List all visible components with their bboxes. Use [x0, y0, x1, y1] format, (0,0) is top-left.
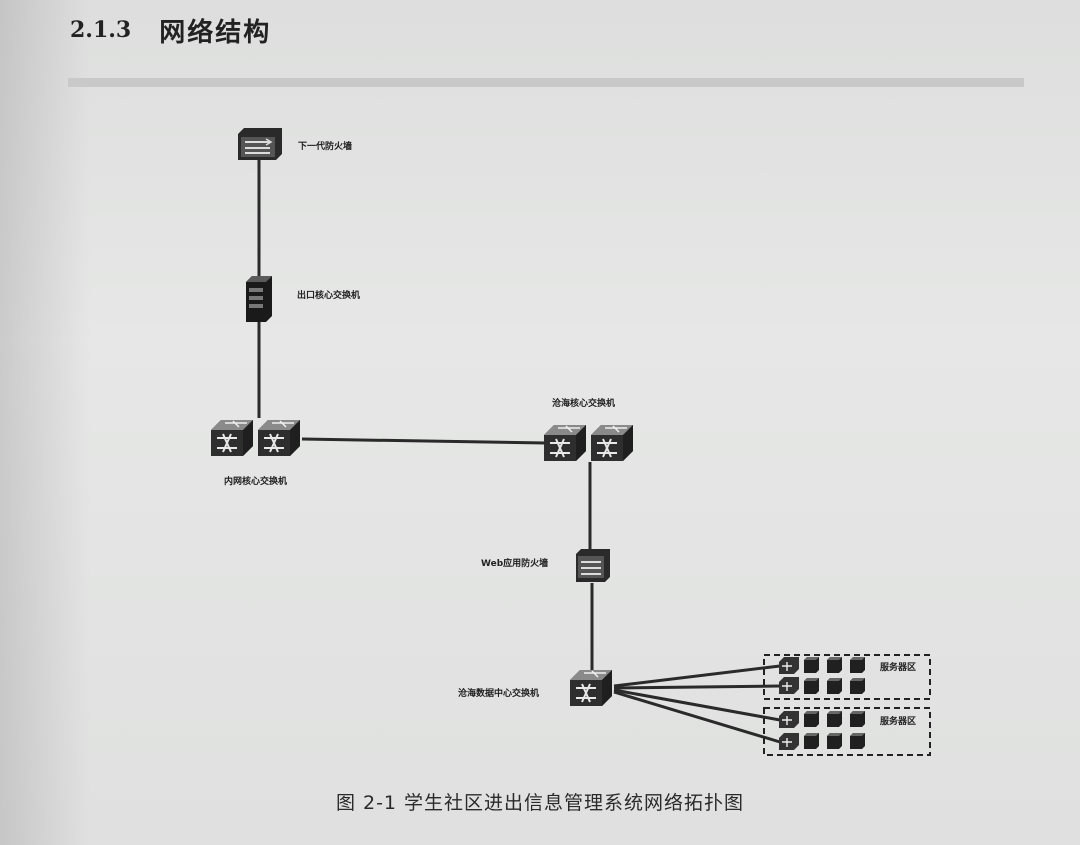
page-shadow	[0, 0, 90, 845]
section-heading: 2.1.3 网络结构	[70, 10, 271, 50]
label-canghai-core: 沧海核心交换机	[552, 397, 615, 409]
dc-core-switch-icon	[569, 669, 613, 707]
server-zone-2: 服务器区	[763, 707, 931, 756]
section-title: 网络结构	[159, 17, 272, 48]
label-egress-core: 出口核心交换机	[297, 289, 360, 301]
label-dc-core: 沧海数据中心交换机	[458, 687, 539, 699]
figure-caption: 图 2-1 学生社区进出信息管理系统网络拓扑图	[335, 792, 745, 814]
intranet-core-switch-icon	[210, 419, 301, 457]
label-server-zone-2: 服务器区	[880, 715, 916, 727]
canghai-core-switch-icon	[543, 424, 634, 462]
label-ngfw: 下一代防火墙	[298, 140, 352, 152]
section-rule	[68, 78, 1024, 87]
section-number: 2.1.3	[70, 17, 132, 43]
egress-core-switch-icon	[246, 276, 272, 322]
connection-lines	[257, 160, 781, 744]
label-server-zone-1: 服务器区	[880, 661, 916, 673]
label-intranet-core: 内网核心交换机	[224, 475, 287, 487]
label-waf: Web应用防火墙	[481, 557, 548, 569]
next-gen-firewall-icon	[238, 128, 282, 160]
web-app-firewall-icon	[576, 549, 610, 582]
server-zone-1: 服务器区	[763, 654, 931, 700]
